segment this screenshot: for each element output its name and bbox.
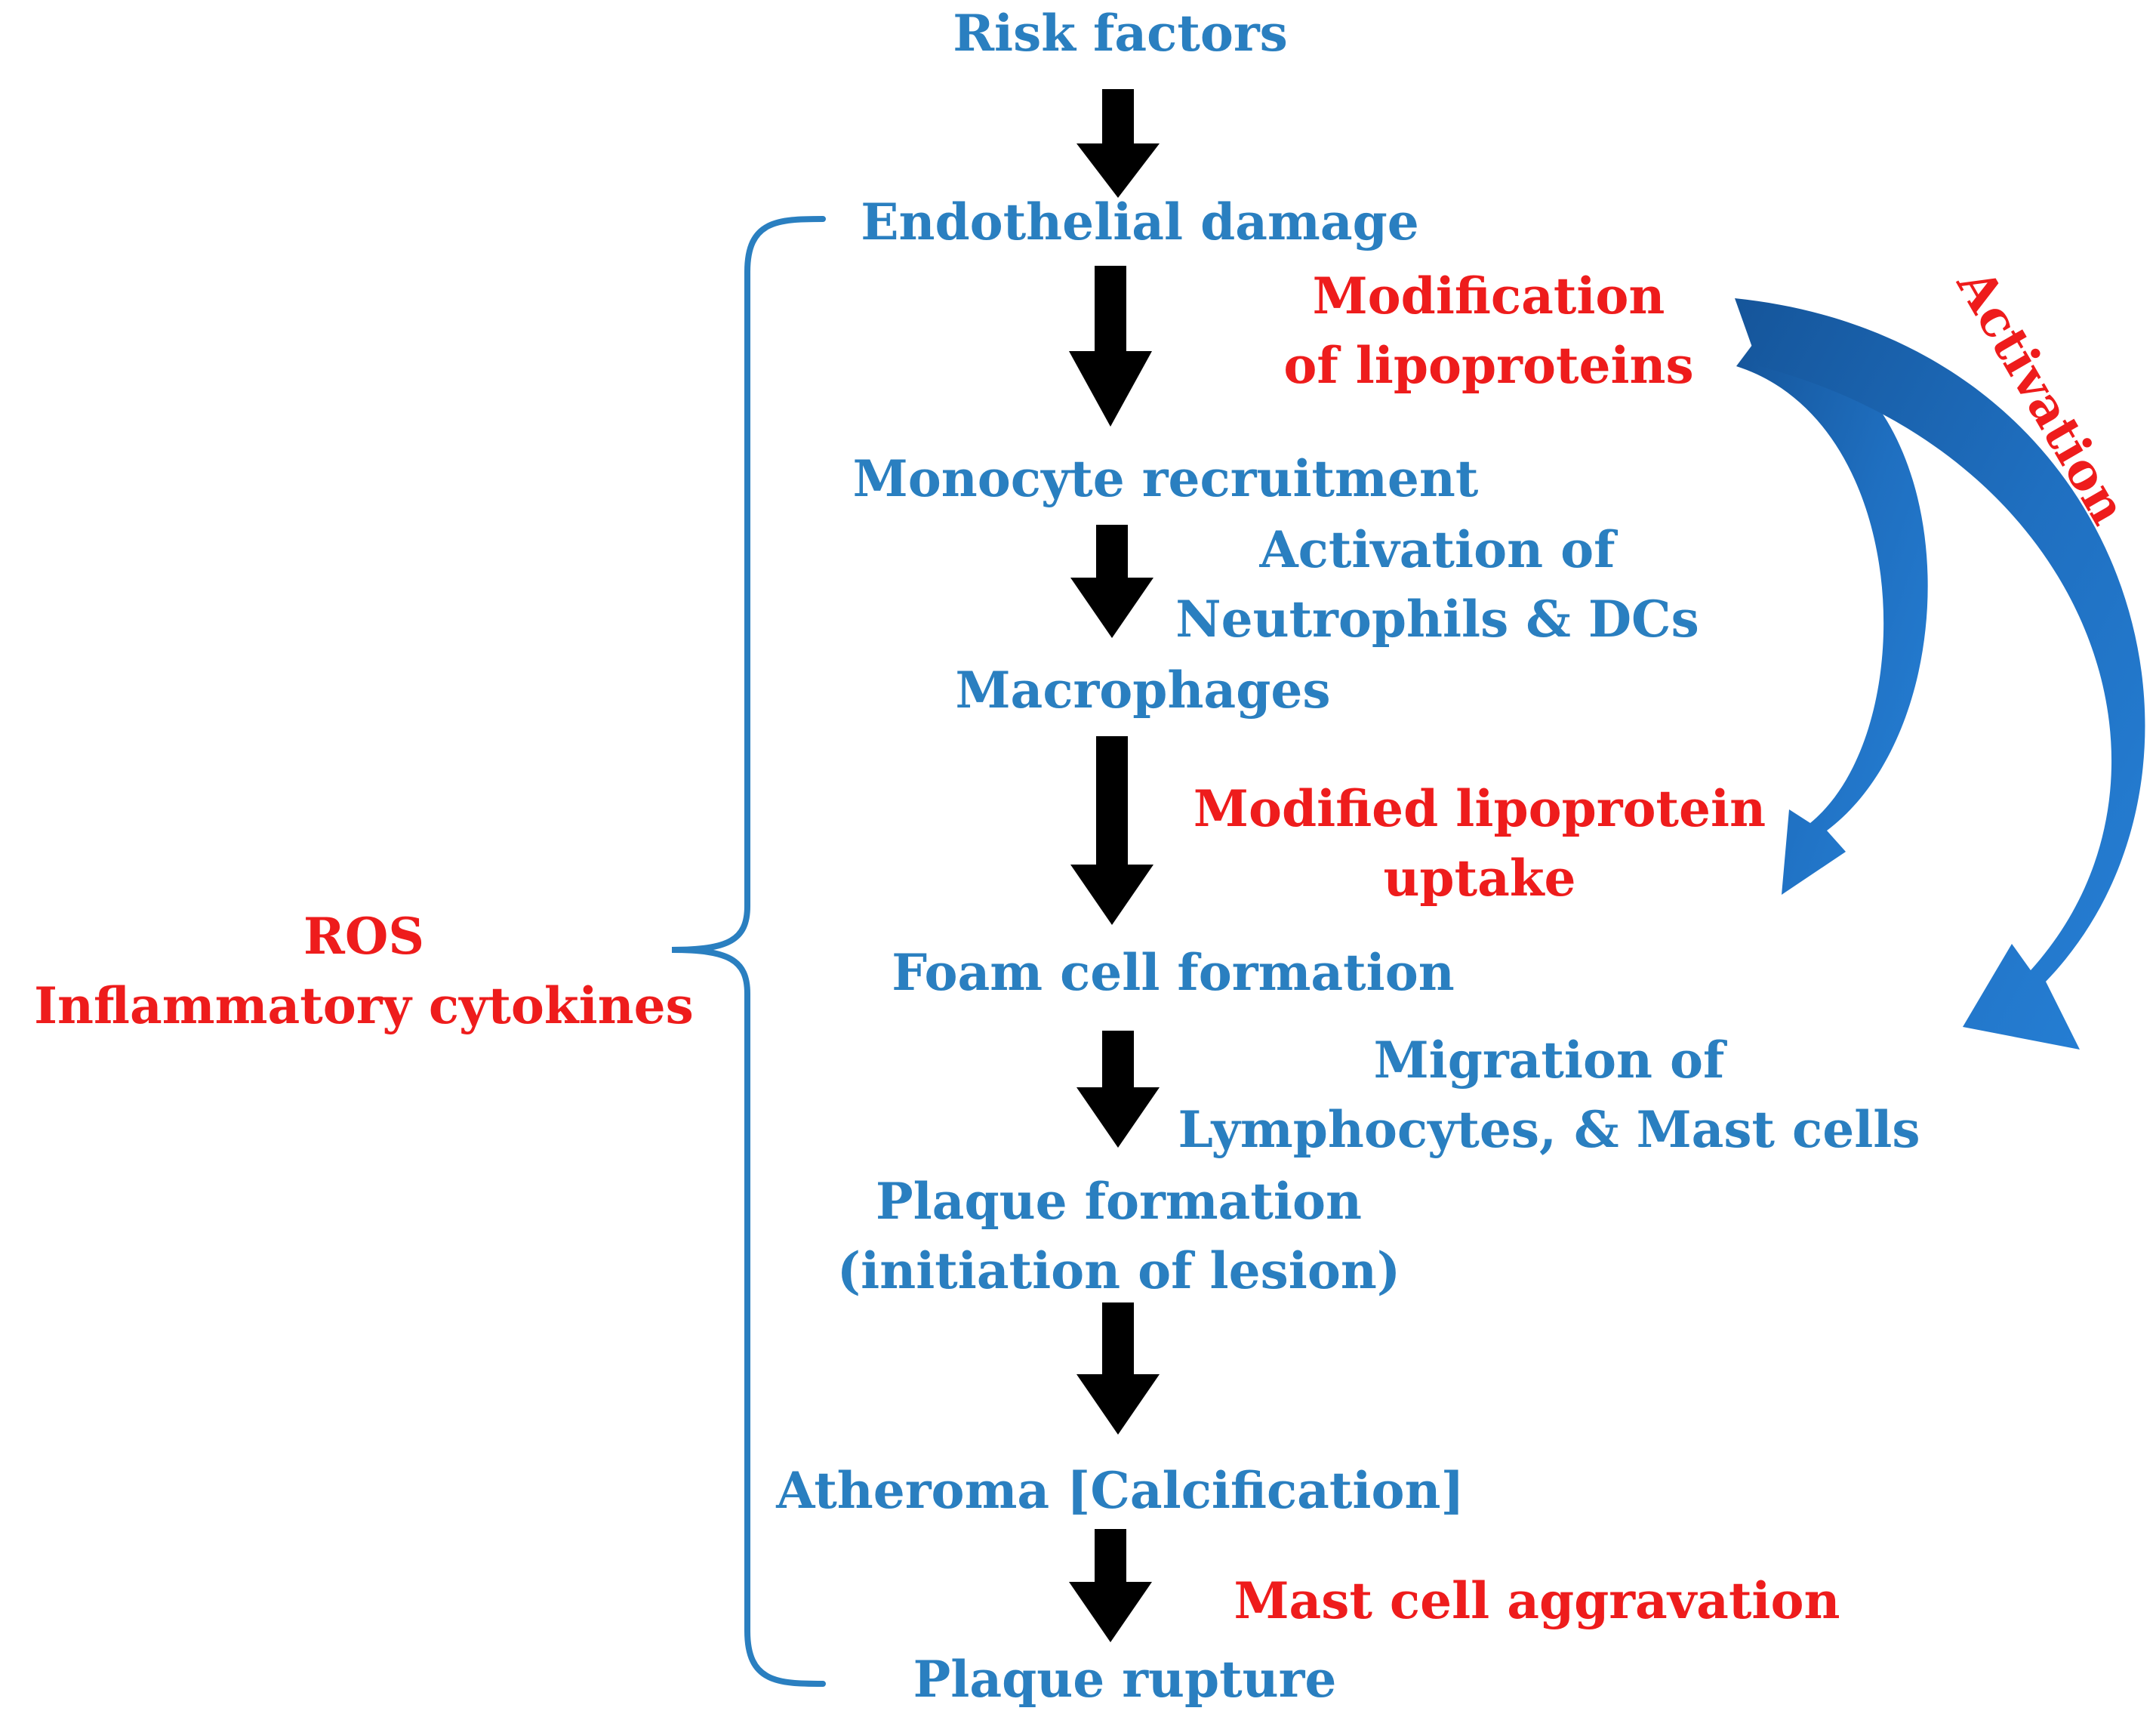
label-modified-lipoprotein-uptake: Modified lipoprotein uptake <box>1194 774 1766 913</box>
label-modification-of-lipoproteins: Modification of lipoproteins <box>1283 261 1693 400</box>
node-risk-factors: Risk factors <box>953 4 1288 63</box>
node-macrophages: Macrophages <box>955 661 1331 720</box>
label-migration-line-1: Migration of <box>1373 1031 1725 1090</box>
left-brace <box>671 216 826 1687</box>
flow-arrow-2 <box>1069 266 1152 427</box>
label-ros-cytokines: ROS Inflammatory cytokines <box>34 902 694 1040</box>
label-modification-line-1: Modification <box>1312 267 1665 325</box>
label-activation-of-line-1: Activation of <box>1259 520 1615 579</box>
label-uptake-line-2: uptake <box>1383 849 1576 908</box>
flow-arrow-7 <box>1069 1529 1152 1642</box>
node-plaque-formation: Plaque formation (initiation of lesion) <box>837 1167 1400 1306</box>
node-foam-cell-formation: Foam cell formation <box>892 943 1455 1002</box>
node-plaque-formation-line-1: Plaque formation <box>876 1172 1362 1231</box>
label-modification-line-2: of lipoproteins <box>1283 336 1694 395</box>
curved-arrow-outer <box>1735 298 2145 1050</box>
node-plaque-rupture: Plaque rupture <box>913 1650 1337 1709</box>
label-migration-of-lymphocytes: Migration of Lymphocytes, & Mast cells <box>1178 1025 1920 1164</box>
flow-arrow-4 <box>1070 736 1153 925</box>
label-activation-of-neutrophils: Activation of Neutrophils & DCs <box>1175 515 1699 654</box>
label-uptake-line-1: Modified lipoprotein <box>1193 779 1766 838</box>
label-activation-of-line-2: Neutrophils & DCs <box>1175 590 1699 649</box>
node-plaque-formation-line-2: (initiation of lesion) <box>836 1241 1401 1300</box>
flow-arrow-3 <box>1070 525 1153 638</box>
label-mast-cell-aggravation: Mast cell aggravation <box>1234 1571 1840 1630</box>
flow-arrow-6 <box>1076 1302 1160 1435</box>
node-endothelial-damage: Endothelial damage <box>861 193 1419 251</box>
curved-arrow-inner <box>1736 336 1928 895</box>
label-ros: ROS <box>303 907 425 966</box>
node-atheroma: Atheroma [Calcification] <box>776 1461 1465 1520</box>
flow-arrow-1 <box>1076 89 1160 198</box>
node-monocyte-recruitment: Monocyte recruitment <box>852 449 1479 508</box>
flow-arrow-5 <box>1076 1031 1160 1148</box>
label-inflammatory-cytokines: Inflammatory cytokines <box>34 976 694 1035</box>
label-migration-line-2: Lymphocytes, & Mast cells <box>1178 1100 1920 1159</box>
